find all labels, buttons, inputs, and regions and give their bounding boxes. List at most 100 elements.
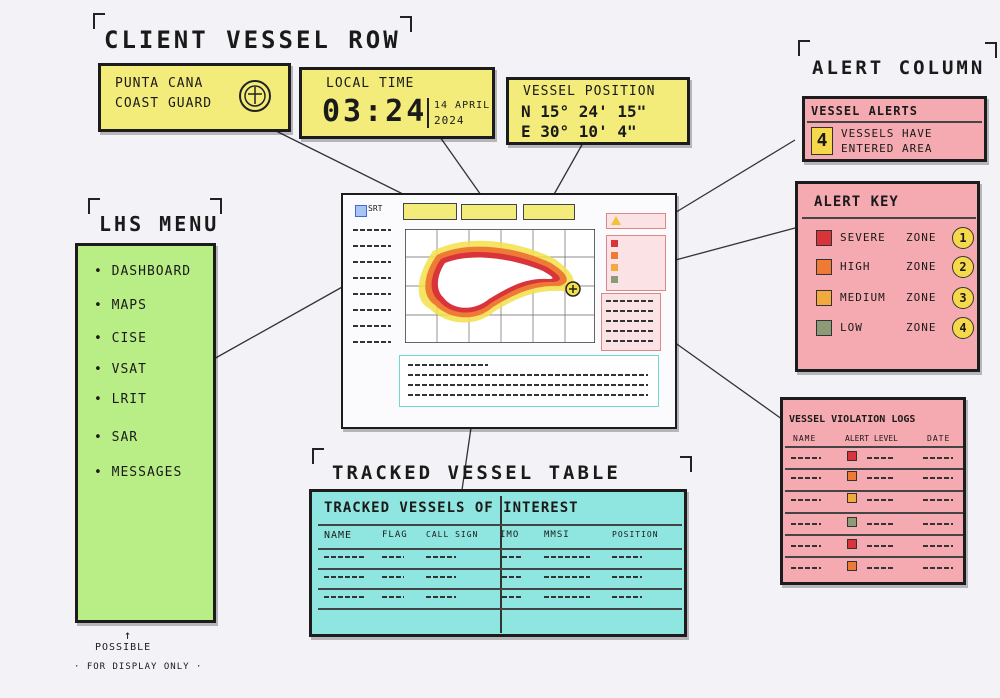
- zone-number: 1: [952, 227, 974, 249]
- col-imo[interactable]: IMO: [500, 530, 520, 540]
- log-squiggle: [606, 330, 654, 332]
- org-line1: Punta Cana: [115, 76, 204, 91]
- warning-icon: [611, 216, 621, 225]
- org-line2: Coast Guard: [115, 96, 213, 111]
- menu-item-cise[interactable]: • CISE: [94, 331, 147, 346]
- alert-key-title: ALERT KEY: [814, 194, 899, 210]
- row-swatch: [847, 561, 857, 571]
- log-squiggle: [867, 477, 893, 479]
- zone-label: ZONE: [906, 231, 937, 244]
- log-squiggle: [867, 499, 893, 501]
- menu-item-label: MESSAGES: [111, 465, 183, 480]
- divider: [318, 548, 682, 550]
- cell-squiggle: [426, 596, 456, 598]
- divider: [318, 588, 682, 590]
- table-squiggle: [408, 394, 648, 396]
- log-squiggle: [923, 545, 953, 547]
- menu-item-vsat[interactable]: • VSAT: [94, 362, 147, 377]
- cell-squiggle: [382, 576, 404, 578]
- log-squiggle: [791, 457, 821, 459]
- menu-item-dashboard[interactable]: • DASHBOARD: [94, 264, 192, 279]
- medium-swatch: [816, 290, 832, 306]
- row-swatch: [847, 539, 857, 549]
- log-squiggle: [606, 300, 654, 302]
- divider: [802, 217, 976, 219]
- zone-label: ZONE: [906, 291, 937, 304]
- menu-item-sar[interactable]: • SAR: [94, 430, 139, 445]
- possible-note: Possible: [95, 642, 152, 653]
- mini-time-card: [461, 204, 517, 220]
- cell-squiggle: [324, 576, 364, 578]
- mini-position-card: [523, 204, 575, 220]
- bracket: [798, 40, 810, 56]
- col-mmsi[interactable]: MMSI: [544, 530, 570, 540]
- cell-squiggle: [324, 596, 364, 598]
- log-squiggle: [923, 523, 953, 525]
- zone-label: ZONE: [906, 321, 937, 334]
- mini-vessel-alerts: [606, 213, 666, 229]
- violation-logs-card: VESSEL VIOLATION LOGS NAME ALERT LEVEL D…: [780, 397, 966, 585]
- menu-item-lrit[interactable]: • LRIT: [94, 392, 147, 407]
- log-squiggle: [791, 545, 821, 547]
- bracket: [210, 198, 222, 214]
- col-name[interactable]: NAME: [793, 434, 817, 443]
- tracked-table-heading: TRACKED VESSEL TABLE: [332, 462, 621, 484]
- cell-squiggle: [612, 596, 642, 598]
- bracket: [93, 13, 105, 29]
- divider: [807, 121, 982, 123]
- vessel-position-card: Vessel Position N 15° 24' 15" E 30° 10' …: [506, 77, 690, 145]
- menu-squiggle: [353, 245, 391, 247]
- log-squiggle: [606, 310, 654, 312]
- low-swatch: [816, 320, 832, 336]
- menu-squiggle: [353, 229, 391, 231]
- col-position[interactable]: POSITION: [612, 530, 659, 539]
- mini-swatch: [611, 264, 618, 271]
- zone-number: 2: [952, 256, 974, 278]
- divider: [318, 568, 682, 570]
- table-squiggle: [408, 364, 488, 366]
- menu-item-messages[interactable]: • MESSAGES: [94, 465, 183, 480]
- menu-squiggle: [353, 293, 391, 295]
- dashboard-wireframe: SRT: [341, 193, 677, 429]
- menu-item-label: MAPS: [111, 298, 147, 313]
- divider: [785, 468, 963, 470]
- latitude-value: N 15° 24' 15": [521, 102, 647, 121]
- table-squiggle: [408, 384, 648, 386]
- local-time-label: Local Time: [326, 76, 415, 91]
- vessel-alerts-title: VESSEL ALERTS: [811, 104, 918, 118]
- col-name[interactable]: NAME: [324, 530, 353, 541]
- col-call-sign[interactable]: CALL SIGN: [426, 530, 479, 539]
- cell-squiggle: [382, 556, 404, 558]
- client-vessel-row-heading: CLIENT VESSEL ROW: [104, 26, 401, 54]
- divider: [318, 524, 682, 526]
- severe-label: SEVERE: [840, 231, 886, 244]
- zone-label: ZONE: [906, 260, 937, 273]
- cell-squiggle: [544, 556, 590, 558]
- cell-squiggle: [612, 576, 642, 578]
- col-date[interactable]: DATE: [927, 434, 951, 443]
- menu-squiggle: [353, 341, 391, 343]
- severe-swatch: [816, 230, 832, 246]
- col-alert-level[interactable]: ALERT LEVEL: [845, 434, 898, 443]
- local-time-value: 03:24: [322, 94, 428, 129]
- col-flag[interactable]: FLAG: [382, 530, 408, 540]
- row-swatch: [847, 493, 857, 503]
- alert-line2: ENTERED AREA: [841, 142, 933, 155]
- alert-key-card: ALERT KEY SEVERE ZONE 1 HIGH ZONE 2 MEDI…: [795, 181, 980, 372]
- mini-swatch: [611, 252, 618, 259]
- menu-item-label: CISE: [111, 331, 147, 346]
- violation-logs-title: VESSEL VIOLATION LOGS: [789, 414, 916, 425]
- menu-item-label: SAR: [111, 430, 139, 445]
- log-squiggle: [867, 545, 893, 547]
- cell-squiggle: [544, 576, 590, 578]
- cell-squiggle: [612, 556, 642, 558]
- alert-line1: VESSELS HAVE: [841, 127, 933, 140]
- divider: [318, 608, 682, 610]
- high-swatch: [816, 259, 832, 275]
- map-panel: [405, 229, 595, 343]
- log-squiggle: [923, 499, 953, 501]
- menu-item-maps[interactable]: • MAPS: [94, 298, 147, 313]
- divider: [427, 98, 429, 128]
- lhs-menu-panel: • DASHBOARD • MAPS • CISE • VSAT • LRIT …: [75, 243, 216, 623]
